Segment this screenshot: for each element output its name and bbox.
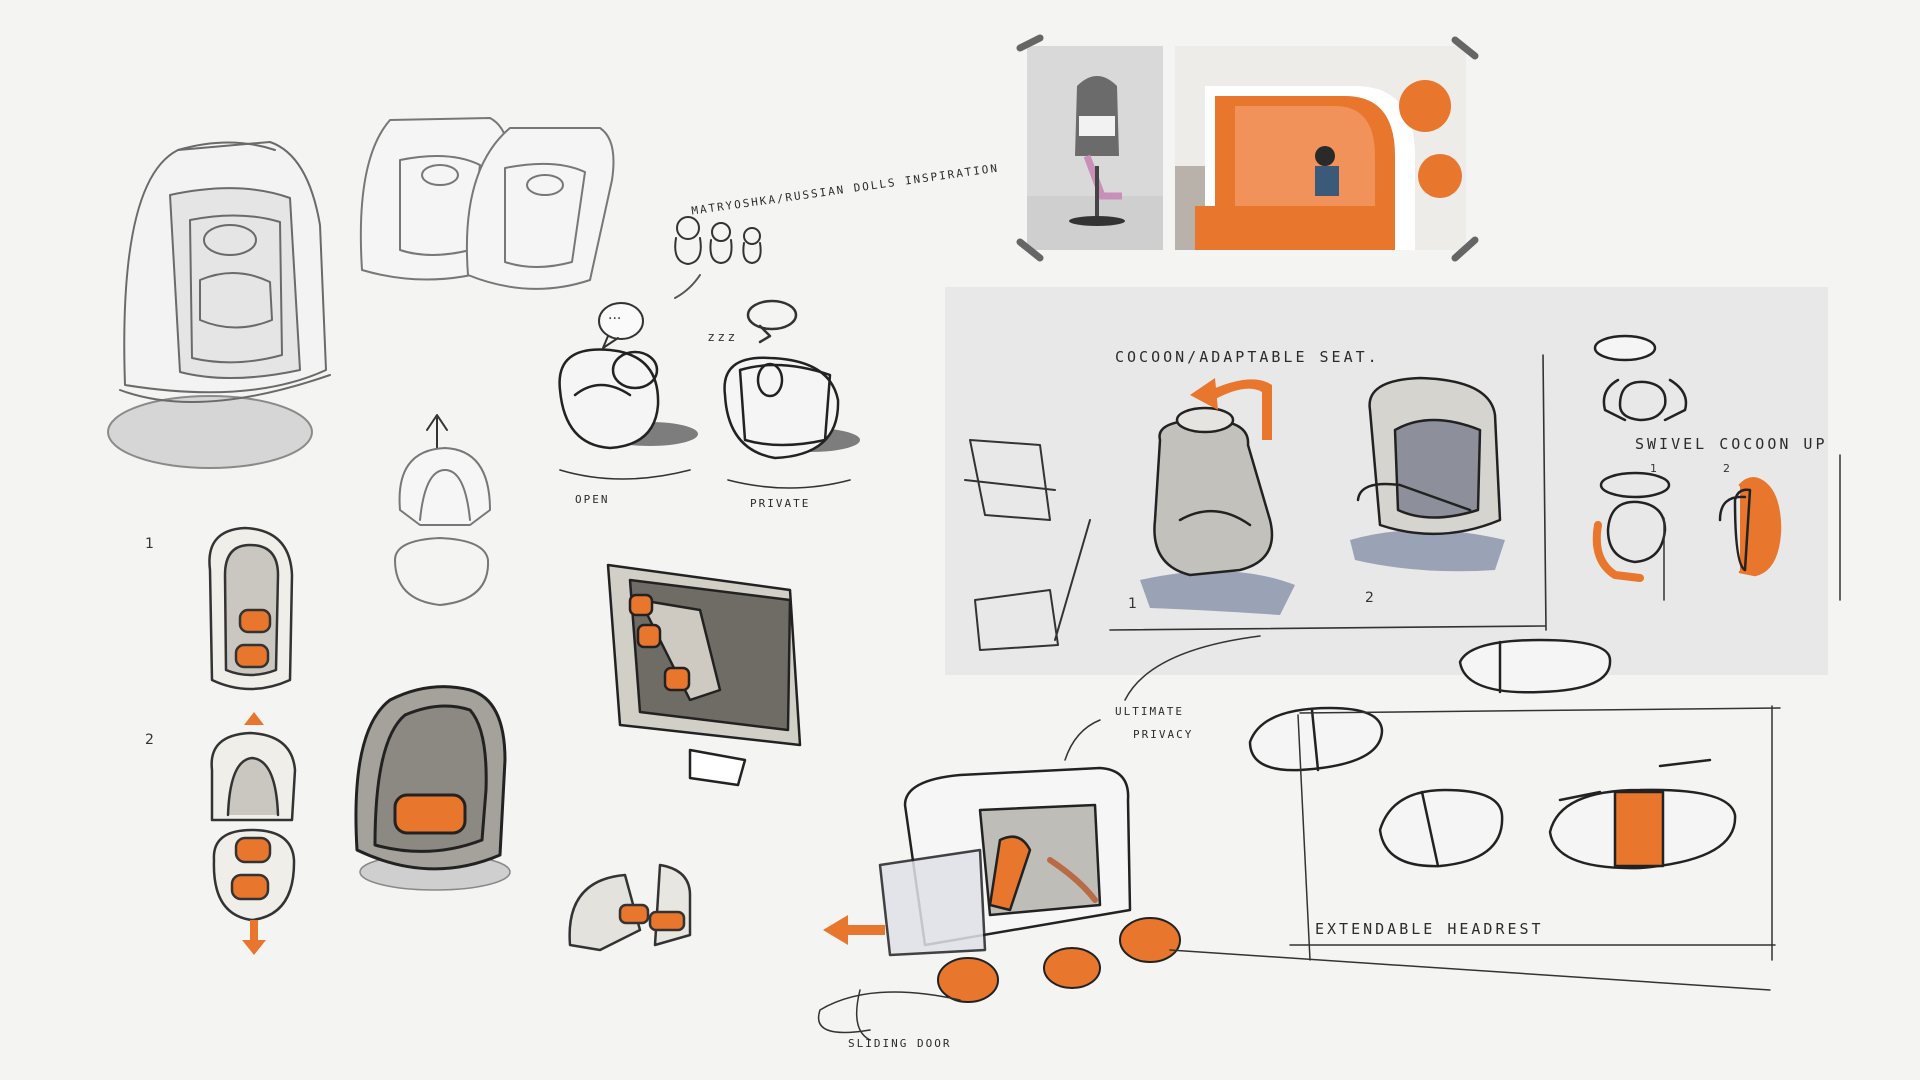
label-extendable: EXTENDABLE HEADREST <box>1315 920 1544 938</box>
private-bracket <box>727 479 851 489</box>
headrest-guide-left <box>1297 714 1311 961</box>
pin-icon <box>1016 34 1479 262</box>
vehicle-orange-wheels <box>937 917 1181 1003</box>
rotate-icon <box>746 299 798 344</box>
panel-baseline <box>1109 625 1546 631</box>
number-one-left: 1 <box>145 536 154 552</box>
swivel-cocoon-top <box>1593 334 1688 422</box>
open-pod-sketch <box>558 348 698 450</box>
cocoon-seat-1 <box>1140 406 1295 615</box>
label-open: OPEN <box>575 493 610 506</box>
headrest-sketch-left <box>1248 706 1384 772</box>
matryoshka-dolls-sketch <box>674 216 762 299</box>
headrest-sketch-right <box>1548 758 1737 870</box>
swivel-cocoon-2 <box>1718 477 1782 577</box>
vehicle-to-panel-line <box>1124 635 1261 701</box>
number-two-swivel: 2 <box>1723 462 1730 475</box>
headrest-sketch-top <box>1458 638 1612 694</box>
vehicle-guide-curve <box>817 991 961 1034</box>
pencil-pod-pair <box>359 117 615 290</box>
speech-dots-text: ... <box>608 307 622 323</box>
wall-booth-sketch <box>606 563 802 787</box>
number-two-left: 2 <box>145 732 154 748</box>
panel-divider <box>1542 354 1547 631</box>
sliding-seat-sketch <box>964 439 1091 651</box>
reference-photo-chair <box>1027 46 1163 250</box>
reference-photo-lounge <box>1175 46 1466 250</box>
label-privacy: PRIVACY <box>1133 728 1194 741</box>
number-one-panel: 1 <box>1128 596 1137 612</box>
gray-pod-large <box>354 685 511 891</box>
orange-arrow-left <box>823 915 885 945</box>
folding-seat-sketch <box>568 863 692 952</box>
headrest-sketch-middle <box>1378 788 1504 868</box>
stacked-pod-1 <box>208 526 294 691</box>
arrow-up-icon <box>426 414 448 451</box>
orange-curved-arrow <box>1190 378 1272 440</box>
sliding-door-leader-line <box>855 989 871 1041</box>
speech-bubble-icon <box>598 302 644 349</box>
label-sliding: SLIDING DOOR <box>848 1037 952 1050</box>
vehicle-pod-sketch <box>878 766 1132 957</box>
swivel-cocoon-1 <box>1592 471 1671 582</box>
number-two-panel: 2 <box>1365 590 1374 606</box>
vehicle-ground-line <box>1169 949 1771 991</box>
label-cocoon: COCOON/ADAPTABLE SEAT. <box>1115 348 1380 366</box>
headrest-topline <box>1299 707 1781 714</box>
label-private: PRIVATE <box>750 497 811 510</box>
privacy-leader-line <box>1064 719 1101 761</box>
private-pod-sketch <box>723 356 860 460</box>
pencil-shell-small <box>394 447 491 606</box>
sleep-zzz-text: z z z <box>708 330 735 344</box>
label-swivel: SWIVEL COCOON UP <box>1635 435 1828 453</box>
number-one-swivel: 1 <box>1650 462 1657 475</box>
cocoon-seat-2 <box>1350 376 1505 572</box>
orange-arrows-vertical <box>242 712 266 955</box>
stacked-pod-2-seat <box>212 828 296 922</box>
open-bracket <box>559 469 691 480</box>
stacked-pod-2-shell <box>210 731 297 822</box>
pencil-pod-large <box>107 141 331 469</box>
label-ultimate: ULTIMATE <box>1115 705 1184 718</box>
